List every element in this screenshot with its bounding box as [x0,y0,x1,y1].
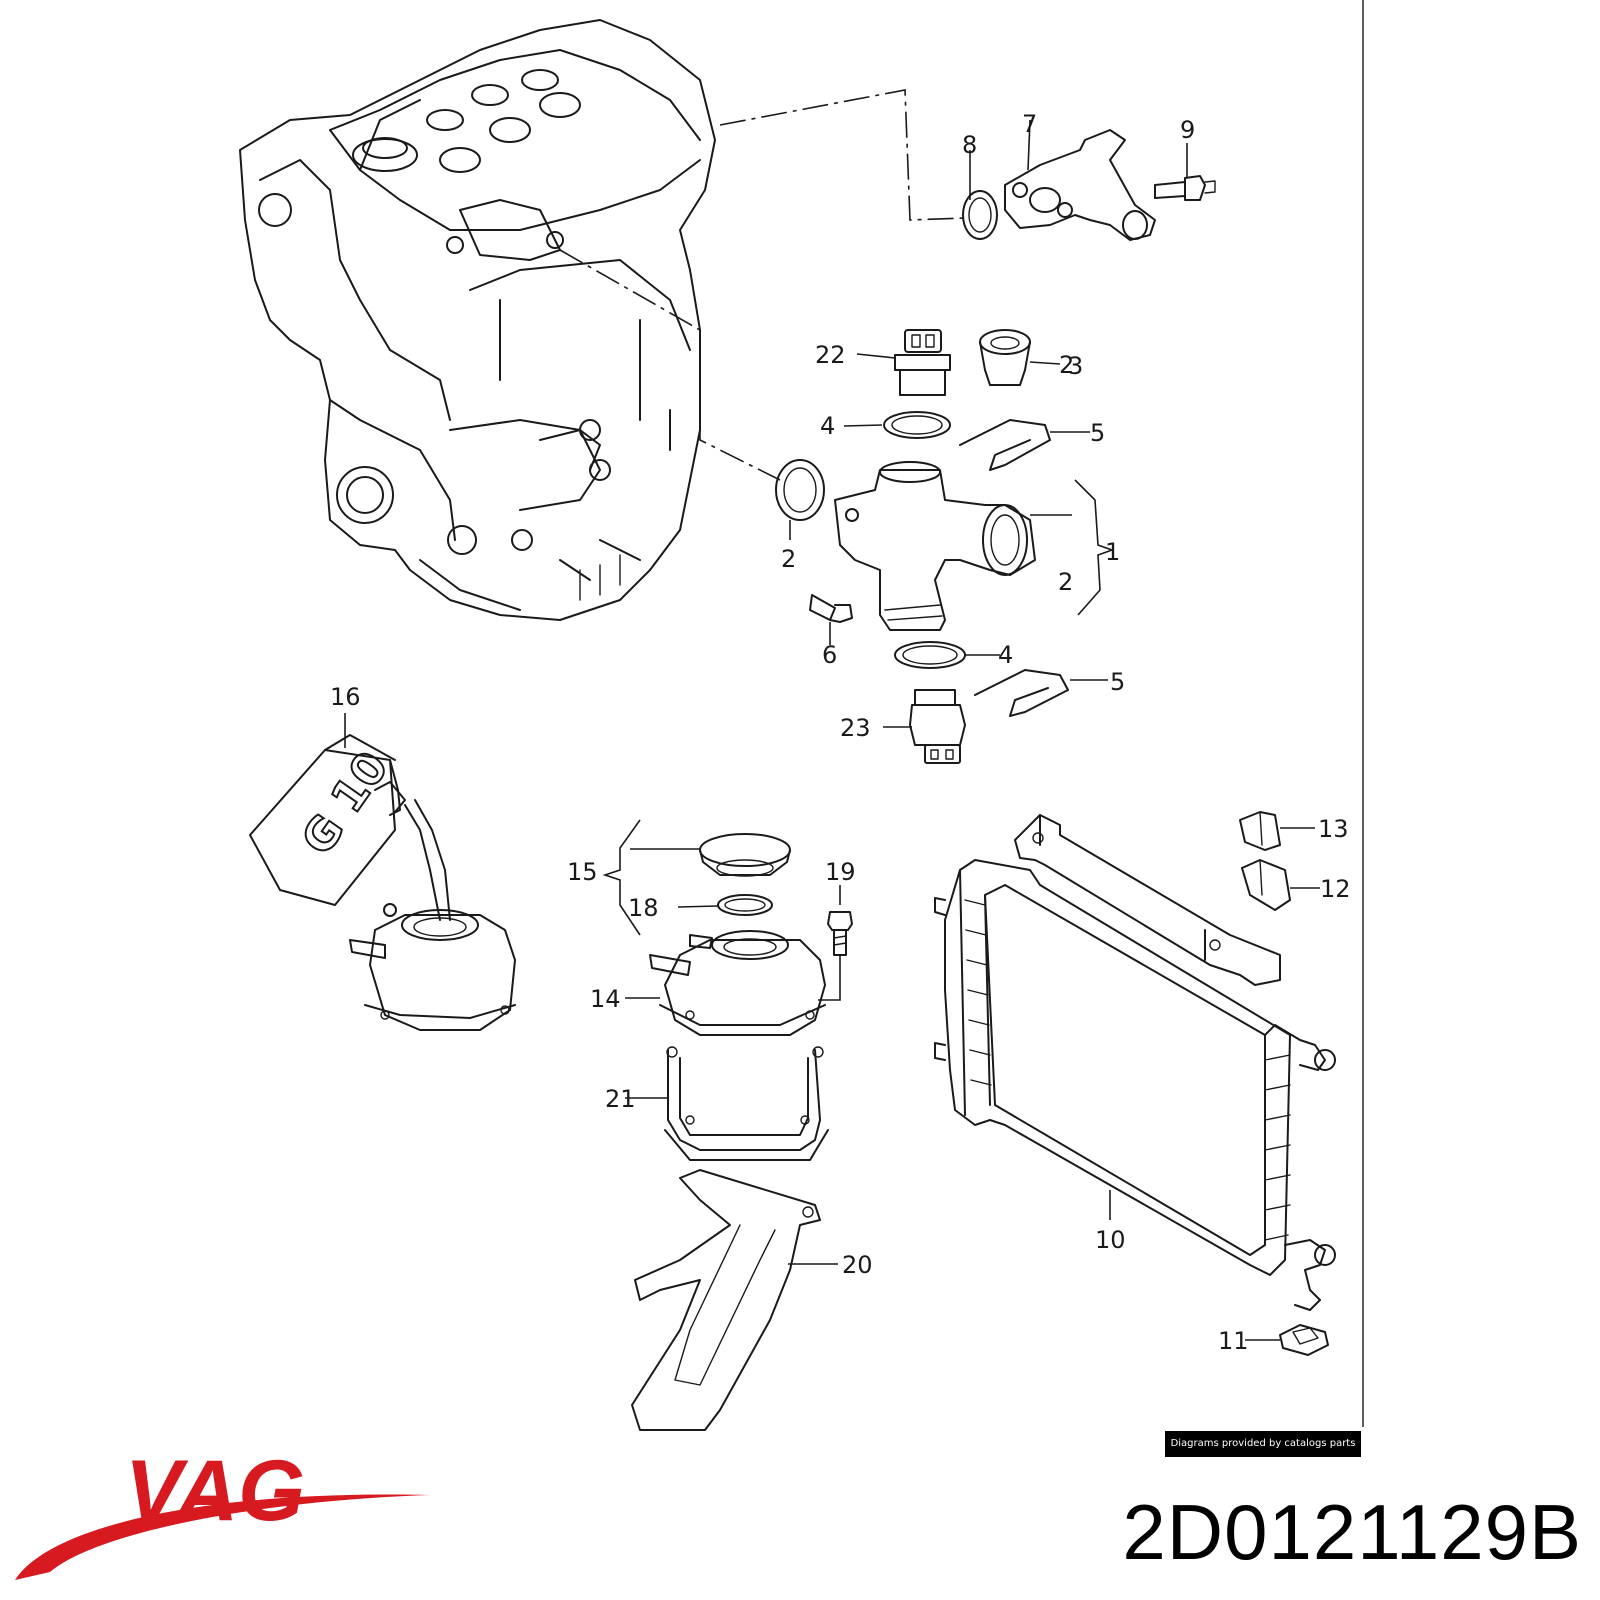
callout-number: 11 [1218,1327,1249,1355]
part-4-o-ring-lower [894,641,966,669]
expansion-tank-filling [349,903,516,1031]
callout-number: 2 [1058,568,1073,596]
callout-number: 3 [1068,352,1083,380]
leader-dashed-2 [559,249,781,481]
callout-number: 4 [820,412,835,440]
callout-leaders [344,119,1320,1341]
radiator-mounting-bar [1014,814,1281,986]
part-12-mounting-clip [1241,859,1291,911]
callout-number: 9 [1180,116,1195,144]
part-3-plug-cap [979,329,1031,386]
part-18-seal-ring [717,894,773,916]
part-4-o-ring-upper [883,411,951,439]
callout-number: 23 [840,714,871,742]
callout-number: 18 [628,894,659,922]
part-10-radiator [934,859,1336,1311]
callout-number: 20 [842,1251,873,1279]
logo-swoosh [15,1494,430,1580]
part-23-sensor [909,689,966,764]
part-21-tank-bracket [664,1046,829,1161]
part-number: 2D0121129B [1122,1488,1582,1576]
callout-number: 12 [1320,875,1351,903]
callout-number: 15 [567,858,598,886]
callout-number: 2 [781,545,796,573]
part-13-mounting-clip [1239,811,1281,851]
leader-dashed-7-8 [719,89,966,221]
bracket-15 [602,819,641,936]
callout-number: 2 [1059,351,1074,379]
part-15-filler-cap [699,833,791,877]
part-20-support-bracket [631,1169,821,1431]
part-16-coolant-container: G 10 [249,734,451,921]
vag-logo: VAG [15,1443,430,1580]
callout-number: 5 [1110,668,1125,696]
callout-number: 5 [1090,419,1105,447]
callout-number: 1 [1105,538,1120,566]
engine-block [239,19,716,621]
callout-number: 21 [605,1085,636,1113]
callout-number: 7 [1022,110,1037,138]
part-6-bolt [809,594,853,623]
part-19-bolt [827,911,853,956]
logo-text: VAG [125,1443,305,1539]
part-9-bolt [1154,175,1216,201]
part-1-coolant-flange [834,461,1036,631]
part-7-flange-pipe [1004,129,1156,241]
part-5-retaining-clip-upper [959,419,1051,471]
callout-number: 14 [590,985,621,1013]
callout-number: 16 [330,683,361,711]
callout-numbers: 1 2 2 2 3 4 4 5 5 6 7 8 9 10 11 12 13 14… [330,110,1351,1355]
credit-label: Diagrams provided by catalogs parts [1165,1431,1361,1457]
callout-number: 22 [815,341,846,369]
part-8-gasket [962,190,998,240]
part-14-expansion-tank [649,930,826,1036]
part-2-gasket [775,459,825,521]
part-11-rubber-pad [1279,1324,1329,1356]
callout-number: 8 [962,131,977,159]
part-22-temperature-sensor [894,329,951,396]
callout-number: 13 [1318,815,1349,843]
callout-number: 6 [822,641,837,669]
callout-number: 19 [825,858,856,886]
part-5-retaining-clip-lower [974,669,1069,717]
callout-number: 10 [1095,1226,1126,1254]
callout-number: 4 [998,641,1013,669]
